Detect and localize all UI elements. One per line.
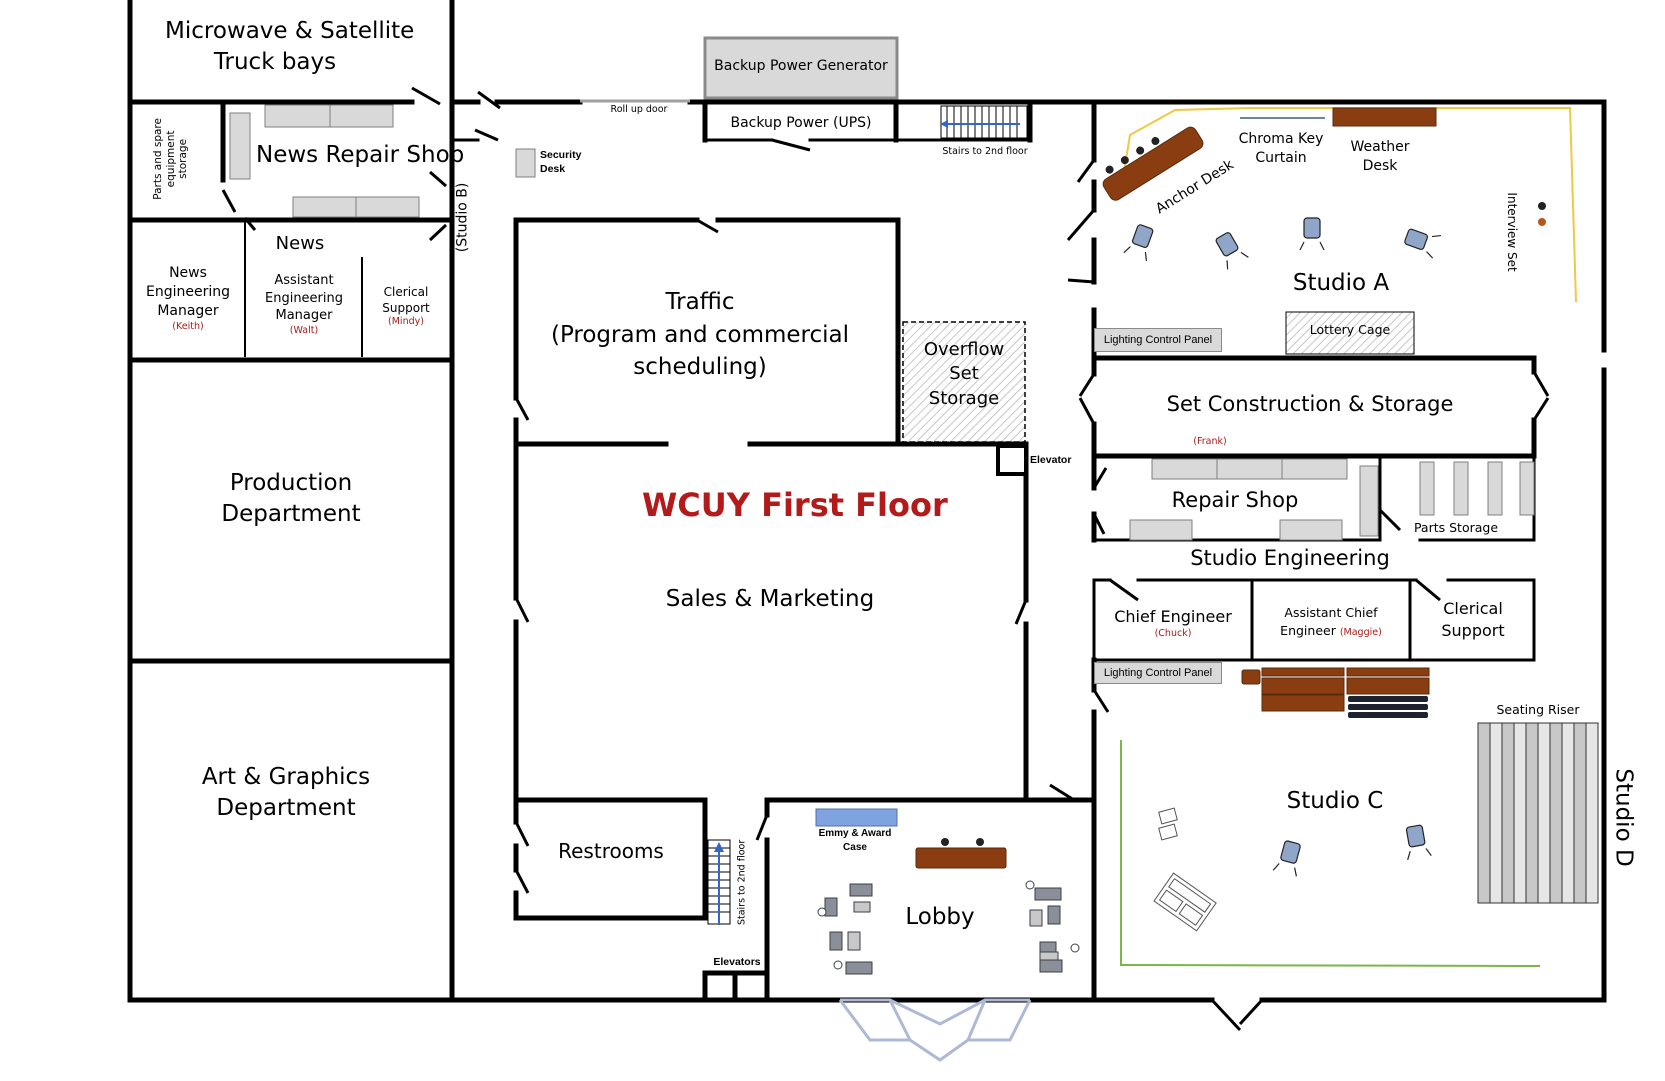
lottery-cage-label: Lottery Cage	[1309, 322, 1391, 337]
weather-desk-shape	[1332, 107, 1437, 127]
elevators-label: Elevators	[713, 956, 761, 968]
seating-riser-label: Seating Riser	[1496, 702, 1580, 717]
room-studio-d: Studio D	[1610, 768, 1637, 867]
room-production: Production Department	[221, 470, 361, 528]
room-news-repair: News Repair Shop	[256, 142, 465, 168]
chroma-key-label: Chroma Key Curtain	[1238, 131, 1324, 166]
room-lobby: Lobby	[905, 904, 975, 930]
page-title: WCUY First Floor	[642, 486, 948, 524]
room-sales: Sales & Marketing	[665, 586, 875, 612]
weather-desk-label: Weather Desk	[1350, 139, 1410, 174]
stairs-bottom	[707, 839, 731, 925]
seating-riser-shape	[1477, 722, 1599, 904]
room-chief-engineer: Chief Engineer (Chuck)	[1114, 607, 1232, 639]
stairs-top-label: Stairs to 2nd floor	[942, 146, 1028, 157]
anchor-desk-shape	[1102, 126, 1204, 201]
room-art-graphics: Art & Graphics Department	[201, 764, 371, 822]
studio-c-set-line	[1120, 740, 1541, 967]
room-clerical-news: Clerical Support (Mindy)	[382, 285, 430, 328]
lobby-glass-entry	[840, 998, 1030, 1026]
interview-chair	[1538, 202, 1546, 210]
equipment-benches	[229, 104, 1535, 541]
overflow-storage-box	[902, 321, 1026, 443]
room-asst-eng-manager: Assistant Engineering Manager (Walt)	[265, 273, 343, 336]
room-news: News	[275, 233, 325, 254]
emmy-award-case-label: Emmy & Award Case	[818, 828, 892, 853]
interview-chair	[1538, 218, 1546, 226]
room-parts-spare: Parts and spare equipment storage	[152, 118, 190, 200]
lighting-panel-c: Lighting Control Panel	[1094, 662, 1222, 684]
lobby-glass-entry	[838, 999, 1032, 1062]
emmy-award-case-shape	[815, 808, 898, 827]
elevator-box	[996, 444, 1028, 476]
room-studio-a: Studio A	[1292, 270, 1390, 296]
lighting-panel-a: Lighting Control Panel	[1094, 328, 1222, 352]
lottery-cage-box	[1285, 311, 1415, 355]
room-overflow: Overflow Set Storage	[923, 339, 1005, 409]
security-desk-label: Security Desk	[540, 149, 582, 176]
room-clerical-studio: Clerical Support	[1441, 599, 1505, 640]
door-swings	[221, 86, 1550, 1032]
roll-up-door-label: Roll up door	[610, 104, 668, 115]
studio-c-cameras	[1272, 824, 1432, 877]
studio-engineering-label: Studio Engineering	[1190, 546, 1390, 570]
backup-ups-label: Backup Power (UPS)	[730, 115, 872, 131]
room-repair-shop: Repair Shop	[1171, 488, 1299, 512]
room-asst-chief: Assistant Chief Engineer (Maggie)	[1280, 605, 1382, 638]
room-parts-storage: Parts Storage	[1413, 520, 1499, 535]
backup-generator-box	[703, 36, 899, 100]
room-studio-b: (Studio B)	[454, 182, 471, 253]
lobby-seating	[817, 880, 1080, 975]
room-restrooms: Restrooms	[558, 839, 664, 863]
room-microwave: Microwave & Satellite Truck bays	[165, 18, 415, 76]
studio-a-cameras	[1123, 217, 1441, 270]
studio-c-set-furniture	[1153, 807, 1217, 932]
backup-generator-label: Backup Power Generator	[714, 58, 888, 74]
studio-c-audience-chairs	[1348, 696, 1428, 718]
interview-set-label: Interview Set	[1505, 192, 1520, 272]
elevator-label: Elevator	[1030, 454, 1072, 466]
stairs-top	[940, 105, 1028, 139]
room-studio-c: Studio C	[1286, 788, 1384, 814]
studio-c-desks	[1241, 667, 1430, 712]
room-set-construction: Set Construction & Storage	[1166, 392, 1454, 416]
lobby-reception-desk	[915, 847, 1007, 869]
set-construction-person: (Frank)	[1193, 436, 1227, 447]
room-traffic: Traffic (Program and commercial scheduli…	[550, 289, 850, 381]
stairs-bottom-label: Stairs to 2nd floor	[736, 839, 748, 926]
room-news-eng-manager: News Engineering Manager (Keith)	[146, 265, 230, 332]
studio-a-set-line	[1119, 107, 1577, 303]
